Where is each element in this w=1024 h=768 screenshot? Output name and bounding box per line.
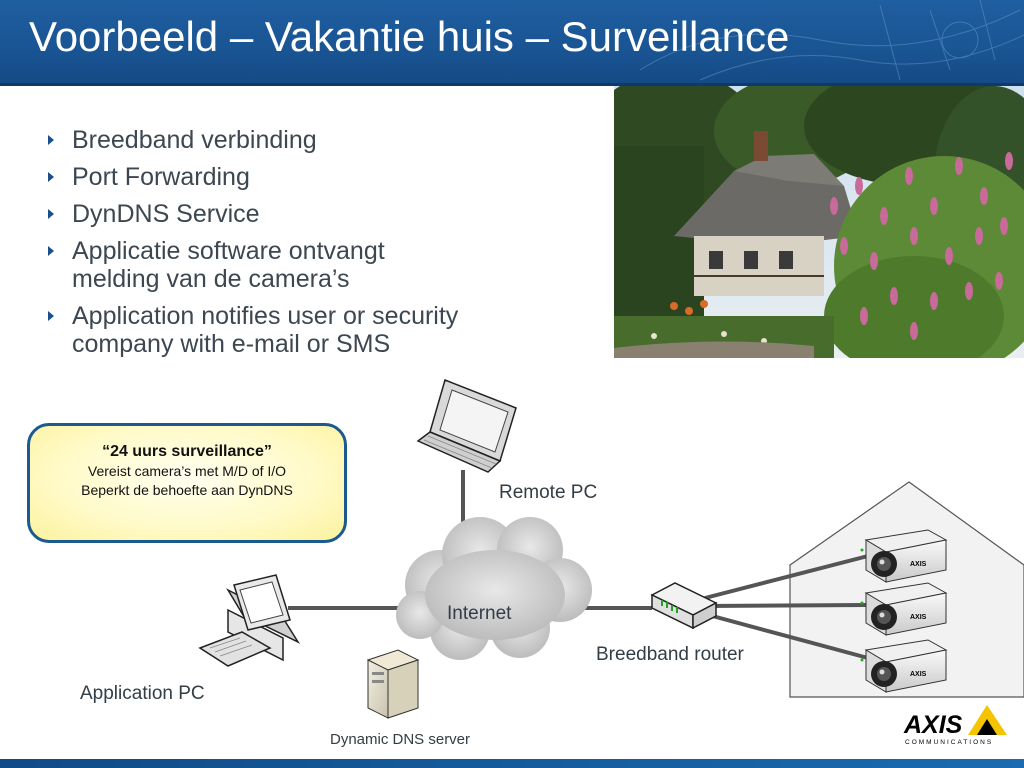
callout-line: Beperkt de behoefte aan DynDNS [81,482,293,498]
bullet-item: DynDNS Service [46,200,566,228]
bullet-item: Port Forwarding [46,163,566,191]
application-pc-label: Application PC [80,683,205,704]
cottage-photo [614,86,1024,358]
axis-logo: AXIS COMMUNICATIONS [903,705,1007,746]
router-icon [650,582,718,630]
svg-text:AXIS: AXIS [910,614,927,621]
remote-pc-label: Remote PC [499,482,598,503]
svg-text:AXIS: AXIS [903,711,963,739]
dns-server-label: Dynamic DNS server [330,731,471,748]
callout-title: “24 uurs surveillance” [102,443,272,460]
bullet-arrow-icon [48,209,54,219]
bullet-item: Application notifies user or security co… [46,302,522,358]
banner-decoration [639,0,1024,81]
callout-box: “24 uurs surveillance” Vereist camera’s … [27,423,347,543]
bullet-arrow-icon [48,311,54,321]
internet-label: Internet [447,603,512,624]
network-camera-icon: AXIS [860,529,948,583]
bullet-arrow-icon [48,135,54,145]
network-camera-icon: AXIS [860,639,948,693]
laptop-icon [416,378,517,473]
network-camera-icon: AXIS [860,582,948,636]
title-banner: Voorbeeld – Vakantie huis – Surveillance [0,0,1024,86]
slide-title: Voorbeeld – Vakantie huis – Surveillance [29,13,790,60]
bullet-list: Breedband verbinding Port Forwarding Dyn… [46,126,566,367]
svg-text:COMMUNICATIONS: COMMUNICATIONS [905,739,993,746]
svg-text:AXIS: AXIS [910,561,927,568]
footer-bar [0,759,1024,768]
desktop-pc-icon [198,574,301,667]
internet-cloud-icon [396,517,592,660]
server-icon [366,649,420,719]
bullet-arrow-icon [48,246,54,256]
bullet-item: Applicatie software ontvangt melding van… [46,237,442,293]
router-label: Breedband router [596,644,744,665]
bullet-arrow-icon [48,172,54,182]
callout-line: Vereist camera’s met M/D of I/O [87,463,287,479]
svg-text:AXIS: AXIS [910,671,927,678]
bullet-item: Breedband verbinding [46,126,566,154]
